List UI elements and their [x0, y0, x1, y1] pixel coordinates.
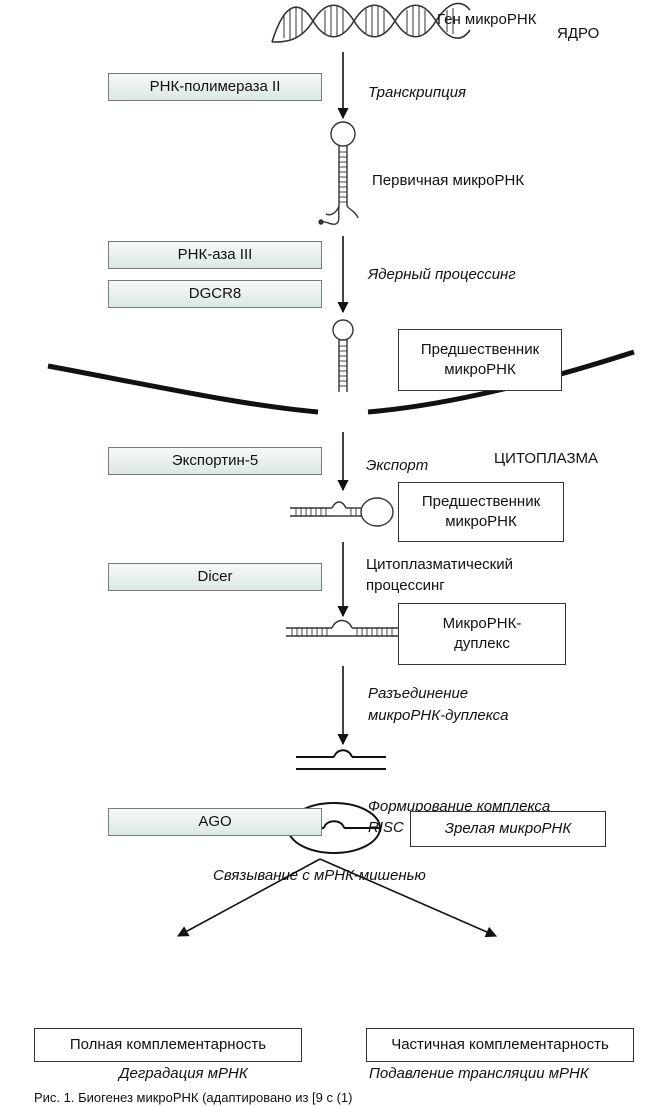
enzyme-exportin-box: Экспортин-5 — [108, 447, 322, 475]
risc-label-2: RISC — [368, 819, 404, 836]
enzyme-dgcr8-box: DGCR8 — [108, 280, 322, 308]
partial-complementarity-box: Частичная комплементарность — [366, 1028, 634, 1062]
enzyme-rnase3-box: РНК-аза III — [108, 241, 322, 269]
precursor-nucleus-line-1: Предшественник — [420, 341, 540, 358]
enzyme-pol2-box: РНК-полимераза II — [108, 73, 322, 101]
primary-mirna-label: Первичная микроРНК — [372, 172, 525, 189]
degradation-label: Деградация мРНК — [119, 1065, 248, 1082]
enzyme-ago-box: AGO — [108, 808, 322, 836]
dna-helix-icon — [271, 2, 471, 43]
precursor-cytoplasm-line-2: микроРНК — [445, 513, 517, 530]
unwinding-label-1: Разъединение — [368, 685, 469, 702]
enzyme-dicer-box: Dicer — [108, 563, 322, 591]
duplex-icon — [286, 619, 398, 637]
cyto-processing-label-1: Цитоплазматический — [366, 556, 513, 573]
nuclear-processing-label: Ядерный процессинг — [368, 266, 516, 283]
precursor-cytoplasm-line-1: Предшественник — [421, 493, 541, 510]
binding-label: Связывание с мРНК-мишенью — [213, 867, 426, 884]
repression-label: Подавление трансляции мРНК — [369, 1065, 589, 1082]
risc-label-1: Формирование комплекса — [368, 798, 551, 815]
gene-label: Ген микроРНК — [437, 11, 537, 28]
duplex-box: МикроРНК- дуплекс — [398, 603, 566, 665]
precursor-nucleus-line-2: микроРНК — [444, 361, 516, 378]
full-complementarity-box: Полная комплементарность — [34, 1028, 302, 1062]
unwinding-label-2: микроРНК-дуплекса — [368, 707, 509, 724]
separated-strands-icon — [296, 749, 386, 770]
figure-caption: Рис. 1. Биогенез микроРНК (адаптировано … — [34, 1090, 353, 1105]
flow-arrows — [177, 52, 498, 938]
cytoplasm-label: ЦИТОПЛАЗМА — [494, 450, 599, 467]
export-label: Экспорт — [366, 457, 429, 474]
duplex-line-1: МикроРНК- — [442, 615, 522, 632]
cyto-processing-label-2: процессинг — [366, 577, 445, 594]
duplex-line-2: дуплекс — [454, 635, 510, 652]
mature-mirna-box: Зрелая микроРНК — [410, 811, 606, 847]
transcription-label: Транскрипция — [368, 84, 467, 101]
precursor-cytoplasm-box: Предшественник микроРНК — [398, 482, 564, 542]
precursor-hairpin-icon — [332, 319, 354, 392]
precursor-nucleus-box: Предшественник микроРНК — [398, 329, 562, 391]
nucleus-label: ЯДРО — [557, 25, 600, 42]
precursor-horizontal-icon — [290, 497, 394, 527]
primary-mirna-icon — [318, 121, 359, 225]
